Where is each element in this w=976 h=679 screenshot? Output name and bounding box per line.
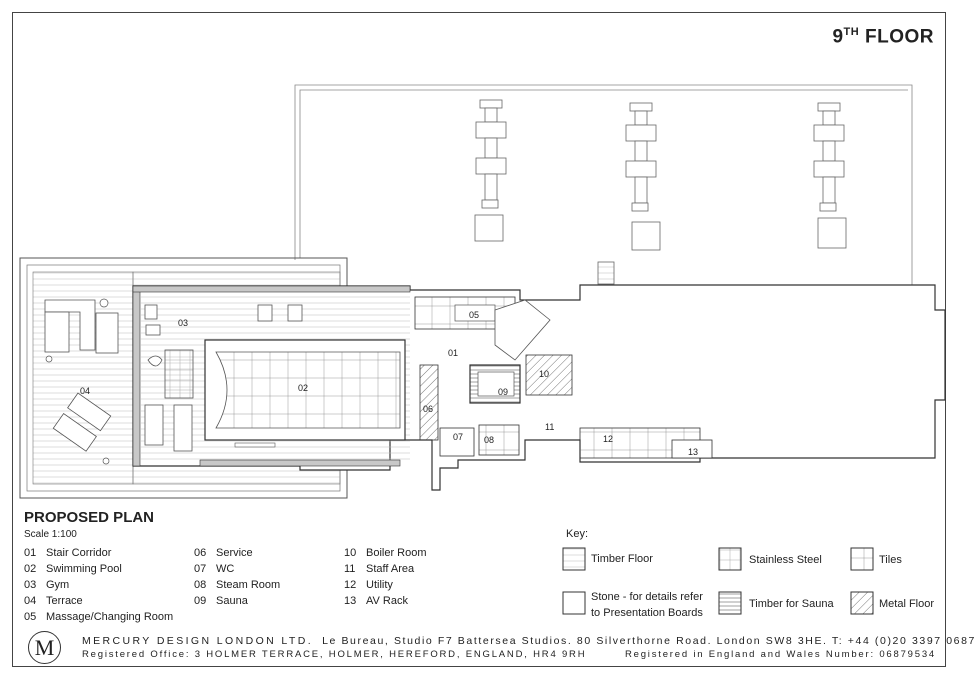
legend-item-05: 05 Massage/Changing Room — [24, 611, 173, 623]
legend-number: 13 — [344, 595, 357, 607]
legend-number: 01 — [24, 547, 37, 559]
legend-name: Staff Area — [366, 563, 415, 575]
company-name: MERCURY DESIGN LONDON LTD. — [82, 635, 314, 647]
legend-name: Terrace — [46, 595, 83, 607]
key-title: Key: — [566, 528, 589, 540]
legend-item-06: 06 Service — [194, 547, 253, 559]
floor-title: 9TH FLOOR — [832, 26, 934, 48]
key-label-stone-line2: to Presentation Boards — [591, 607, 703, 619]
service-rooms — [414, 296, 713, 459]
legend-number: 04 — [24, 595, 37, 607]
room-label-07: 07 — [453, 432, 463, 442]
room-label-05: 05 — [469, 310, 479, 320]
legend-number: 06 — [194, 547, 207, 559]
plan-title: PROPOSED PLAN — [24, 509, 155, 526]
key-label-timber-floor: Timber Floor — [591, 553, 653, 565]
company-logo: M — [28, 631, 61, 664]
gym-equipment — [144, 304, 303, 452]
legend-item-08: 08 Steam Room — [194, 579, 280, 591]
swatch-timber-sauna — [718, 591, 742, 615]
footer-company-line: MERCURY DESIGN LONDON LTD. Le Bureau, St… — [82, 635, 976, 647]
legend-item-03: 03 Gym — [24, 579, 69, 591]
room-label-06: 06 — [423, 404, 433, 414]
registered-office: Registered Office: 3 HOLMER TERRACE, HOL… — [82, 649, 587, 660]
floor-word: FLOOR — [859, 26, 934, 48]
legend-name: Stair Corridor — [46, 547, 112, 559]
room-label-02: 02 — [298, 383, 308, 393]
legend-item-04: 04 Terrace — [24, 595, 83, 607]
legend-number: 07 — [194, 563, 207, 575]
key-label-tiles: Tiles — [879, 554, 902, 566]
key-label-stone: Stone - for details refer — [591, 591, 703, 603]
legend-name: Swimming Pool — [46, 563, 122, 575]
key-label-stainless-steel: Stainless Steel — [749, 554, 822, 566]
legend-name: Sauna — [216, 595, 248, 607]
room-labels: 03 04 02 05 01 06 09 10 07 08 11 12 13 — [80, 310, 698, 457]
company-address: Le Bureau, Studio F7 Battersea Studios. … — [322, 635, 976, 647]
room-label-03: 03 — [178, 318, 188, 328]
legend-item-12: 12 Utility — [344, 579, 393, 591]
room-label-13: 13 — [688, 447, 698, 457]
legend-number: 11 — [344, 563, 356, 575]
company-registration: Registered in England and Wales Number: … — [624, 649, 936, 660]
swatch-metal-floor — [850, 591, 874, 615]
room-label-11: 11 — [545, 422, 554, 432]
plan-scale: Scale 1:100 — [24, 529, 77, 540]
legend-name: Massage/Changing Room — [46, 611, 174, 623]
terrace-area — [19, 257, 348, 499]
key-label-timber-sauna: Timber for Sauna — [749, 598, 834, 610]
legend-item-11: 11 Staff Area — [344, 563, 414, 575]
legend-name: Gym — [46, 579, 70, 591]
swimming-pool — [204, 339, 406, 448]
swatch-stone — [562, 591, 586, 615]
swatch-stainless-steel — [718, 547, 742, 571]
legend-number: 08 — [194, 579, 207, 591]
legend-number: 03 — [24, 579, 37, 591]
roof-plant-units — [474, 99, 847, 285]
legend-number: 09 — [194, 595, 207, 607]
legend-item-13: 13 AV Rack — [344, 595, 408, 607]
room-label-04: 04 — [80, 386, 90, 396]
legend-name: Utility — [366, 579, 393, 591]
legend-name: Boiler Room — [366, 547, 427, 559]
legend-number: 05 — [24, 611, 37, 623]
legend-item-01: 01 Stair Corridor — [24, 547, 111, 559]
legend-number: 10 — [344, 547, 357, 559]
room-label-09: 09 — [498, 387, 508, 397]
roof-outline — [294, 84, 913, 285]
room-label-10: 10 — [539, 369, 549, 379]
room-label-01: 01 — [448, 348, 458, 358]
floor-ordinal: TH — [843, 26, 860, 38]
legend-name: AV Rack — [366, 595, 408, 607]
room-label-08: 08 — [484, 435, 494, 445]
floor-number: 9 — [832, 26, 844, 48]
legend-name: Steam Room — [216, 579, 281, 591]
legend-name: Service — [216, 547, 253, 559]
legend-number: 12 — [344, 579, 357, 591]
legend-item-09: 09 Sauna — [194, 595, 248, 607]
legend-number: 02 — [24, 563, 37, 575]
swatch-tiles — [850, 547, 874, 571]
legend-item-10: 10 Boiler Room — [344, 547, 427, 559]
key-label-metal-floor: Metal Floor — [879, 598, 935, 610]
legend-item-07: 07 WC — [194, 563, 234, 575]
room-label-12: 12 — [603, 434, 613, 444]
legend-name: WC — [216, 563, 235, 575]
legend-item-02: 02 Swimming Pool — [24, 563, 122, 575]
swatch-timber-floor — [562, 547, 586, 571]
